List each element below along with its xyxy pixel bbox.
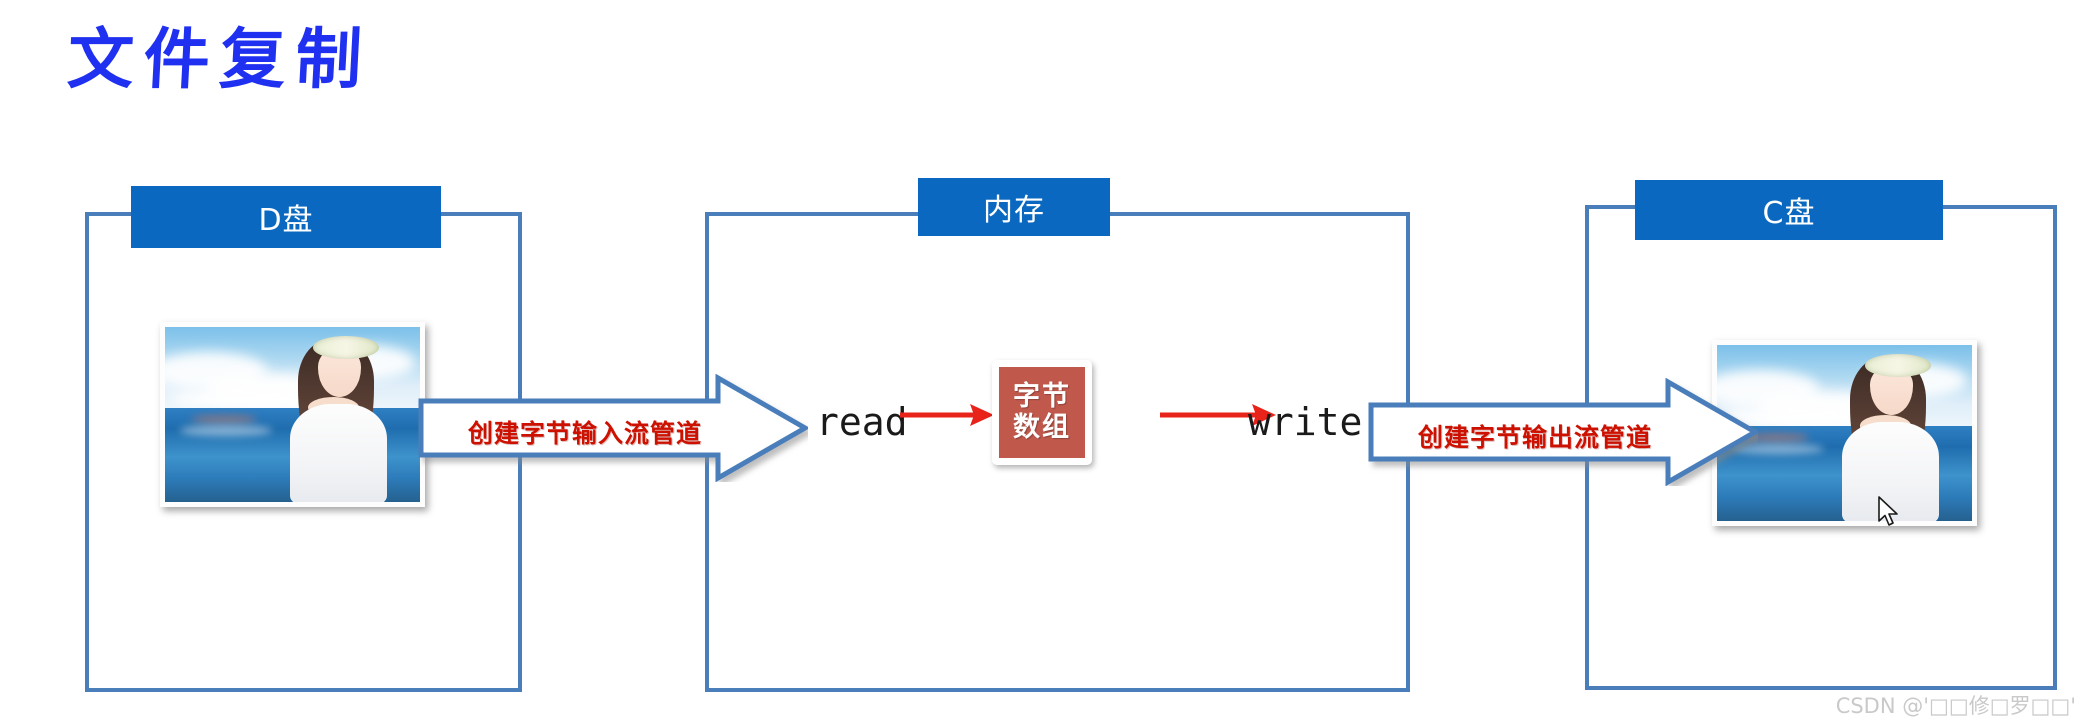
- byte-array-line2: 数组: [1013, 411, 1071, 443]
- watermark: CSDN @'□□修□罗□□': [1835, 694, 2076, 718]
- output-stream-label: 创建字节输出流管道: [1418, 423, 1653, 452]
- read-label: read: [816, 400, 908, 444]
- memory-header-label: 内存: [983, 193, 1045, 228]
- photo-sea-glint: [1732, 443, 1825, 455]
- source-photo: [160, 322, 425, 507]
- d-drive-header-label: D盘: [258, 203, 314, 238]
- write-arrow-icon: [1160, 404, 1276, 426]
- d-drive-header: D盘: [131, 186, 441, 248]
- byte-array-line1: 字节: [1013, 381, 1071, 413]
- mouse-cursor-icon: [1878, 496, 1898, 526]
- photo-sea-glint: [180, 425, 273, 436]
- input-stream-arrow-icon: [418, 374, 808, 482]
- destination-photo: [1712, 340, 1977, 526]
- byte-array-box: 字节 数组: [992, 360, 1092, 465]
- photo-sea-highlight: [190, 414, 257, 424]
- photo-sea-highlight: [1742, 433, 1809, 442]
- write-label: write: [1248, 400, 1363, 444]
- c-drive-header-label: C盘: [1762, 196, 1816, 231]
- input-stream-label: 创建字节输入流管道: [468, 419, 703, 448]
- photo-figure-dress: [289, 404, 387, 502]
- page-title: 文件复制: [65, 21, 374, 98]
- output-stream-arrow-icon: [1368, 378, 1758, 486]
- photo-figure-flower-crown: [312, 335, 380, 359]
- photo-figure-flower-crown: [1864, 353, 1932, 377]
- memory-header: 内存: [918, 178, 1110, 236]
- read-arrow-icon: [900, 404, 994, 426]
- c-drive-header: C盘: [1635, 180, 1943, 240]
- memory-container: [705, 212, 1410, 692]
- source-photo-image: [165, 327, 420, 502]
- destination-photo-image: [1717, 345, 1972, 521]
- photo-figure-dress: [1841, 422, 1939, 521]
